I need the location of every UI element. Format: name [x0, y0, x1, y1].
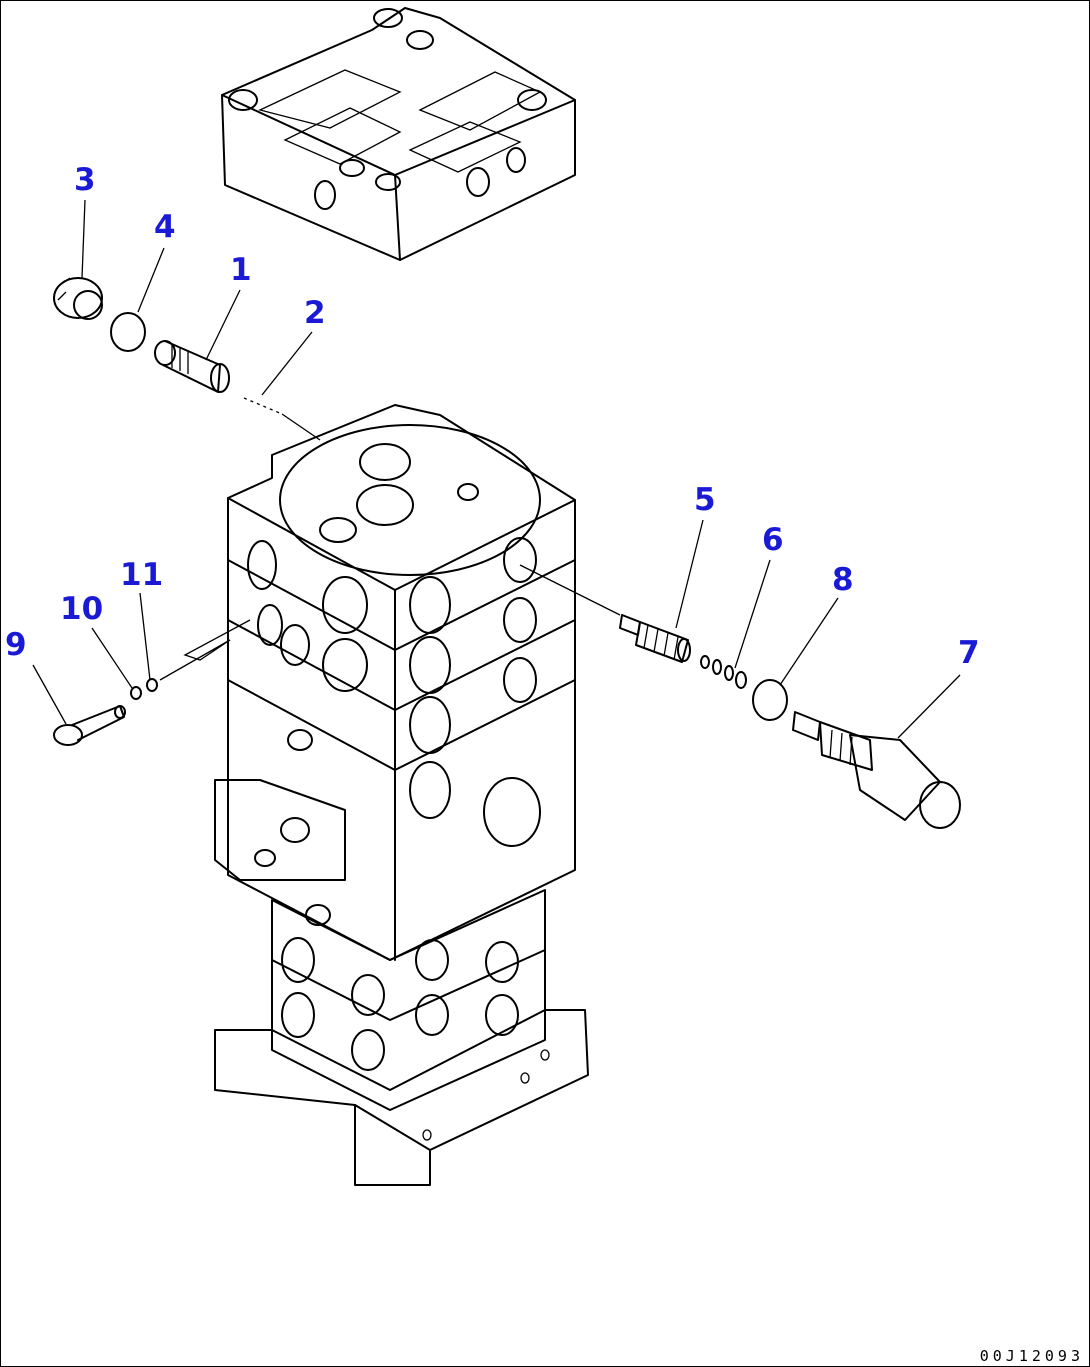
callout-8: 8	[832, 562, 854, 598]
plug-part-3	[53, 277, 103, 320]
callout-1: 1	[230, 252, 252, 288]
spring-part-6	[700, 655, 747, 689]
drawing-number: 00J12093	[979, 1347, 1084, 1365]
bolt-part-9	[53, 705, 126, 746]
o-ring-part-4	[110, 312, 146, 352]
spring-part-2	[243, 397, 283, 415]
spool-part-1	[154, 340, 230, 393]
base-plate	[214, 1009, 589, 1186]
lower-body	[271, 889, 546, 1091]
cover-plate	[221, 7, 576, 261]
callout-4: 4	[154, 209, 176, 245]
callout-5: 5	[694, 482, 716, 518]
callout-11: 11	[120, 557, 164, 593]
leader-lines	[32, 199, 961, 739]
o-ring-part-10	[130, 686, 142, 700]
callout-9: 9	[5, 627, 27, 663]
valve-body	[214, 404, 576, 961]
o-ring-part-11	[146, 678, 158, 692]
callout-10: 10	[60, 591, 104, 627]
callout-7: 7	[958, 635, 980, 671]
callout-2: 2	[304, 295, 326, 331]
spool-part-5	[619, 614, 691, 663]
plug-part-7	[792, 711, 961, 829]
callout-3: 3	[74, 162, 96, 198]
callout-6: 6	[762, 522, 784, 558]
o-ring-part-8	[752, 679, 788, 721]
